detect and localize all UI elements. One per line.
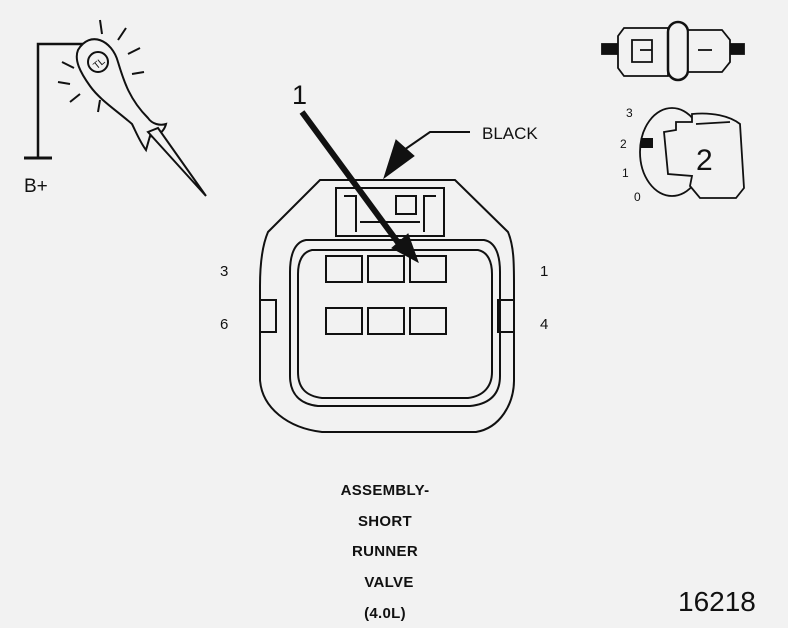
- connector-side-icon: [601, 20, 745, 82]
- connector-face: [259, 179, 515, 433]
- scale-label-1: 1: [622, 166, 629, 180]
- wire-color-label: BLACK: [482, 124, 538, 143]
- figure-number: 16218: [678, 586, 756, 617]
- callout-arrow: [299, 110, 419, 264]
- pin-label-3: 3: [220, 263, 229, 280]
- test-lamp-icon: TL: [24, 19, 207, 197]
- caption-line-1: ASSEMBLY-: [340, 482, 430, 499]
- scale-label-0: 0: [634, 190, 641, 204]
- pin-label-6: 6: [220, 316, 229, 333]
- scale-label-3: 3: [626, 106, 633, 120]
- caption-line-5: (4.0L): [364, 605, 406, 622]
- caption-line-4: VALVE: [364, 574, 414, 591]
- key-number: 2: [696, 144, 713, 177]
- key-position-icon: [639, 107, 745, 199]
- caption-line-2: SHORT: [358, 513, 412, 530]
- caption-line-3: RUNNER: [352, 543, 418, 560]
- black-leader: [383, 131, 470, 180]
- callout-number: 1: [292, 80, 308, 110]
- scale-label-2: 2: [620, 137, 627, 151]
- pin-label-1: 1: [540, 263, 549, 280]
- pin-label-4: 4: [540, 316, 549, 333]
- b-plus-label: B+: [24, 176, 48, 197]
